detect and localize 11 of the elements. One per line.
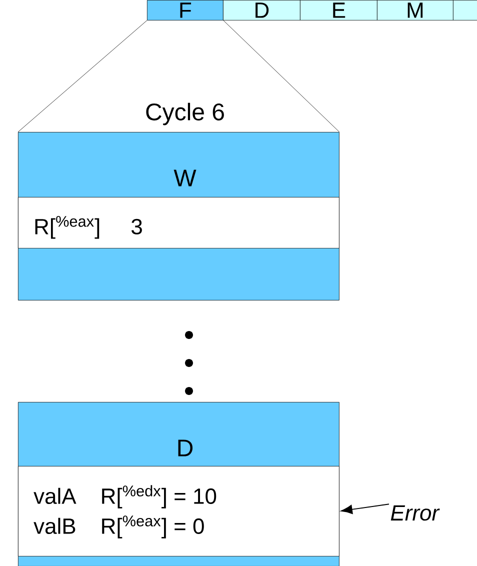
expansion-line bbox=[18, 20, 148, 132]
stage-box: D bbox=[223, 0, 300, 20]
stage-box bbox=[453, 0, 477, 20]
stage-box: E bbox=[300, 0, 378, 20]
leader-arrow bbox=[340, 504, 390, 514]
expansion-line bbox=[223, 20, 340, 132]
register-row: valA R[$^{%edx}$] = 10 valB R[$^{%eax}$] = 0 bbox=[18, 466, 340, 556]
stage-box: F bbox=[147, 0, 224, 20]
node-label: Cycle 6 bbox=[146, 102, 224, 126]
register-row: R[$^{%eax}$] 3 bbox=[18, 197, 340, 248]
callout-text: Error bbox=[390, 505, 440, 521]
